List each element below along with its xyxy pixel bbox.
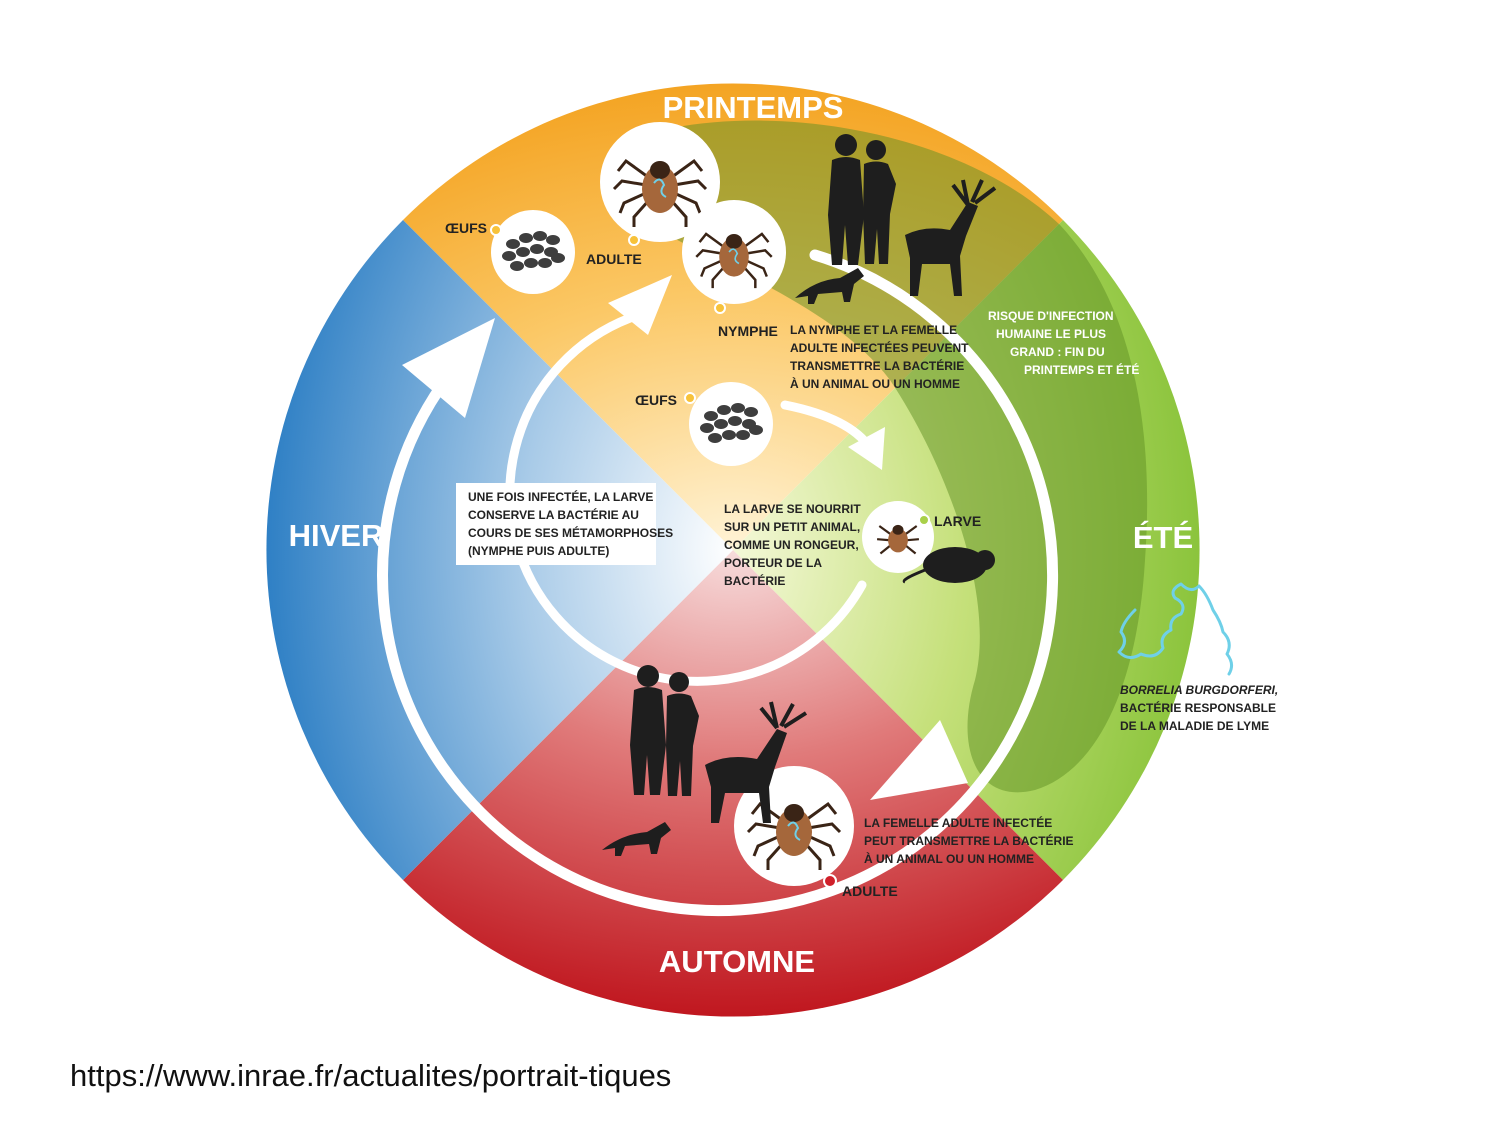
eggs-icon: [700, 403, 763, 443]
tick-icon: [877, 524, 919, 555]
note-line: PRINTEMPS ET ÉTÉ: [1024, 362, 1139, 377]
note-line: GRAND : FIN DU: [1010, 345, 1105, 359]
note-line: HUMAINE LE PLUS: [996, 327, 1106, 341]
tick-icon: [695, 232, 773, 289]
marker-nymph: [714, 302, 726, 314]
note-line: COMME UN RONGEUR,: [724, 538, 859, 552]
stage-label-nymph: NYMPHE: [718, 323, 778, 339]
note-bacteria: BORRELIA BURGDORFERI, BACTÉRIE RESPONSAB…: [1120, 683, 1278, 733]
note-risk: RISQUE D'INFECTION HUMAINE LE PLUS GRAND…: [988, 309, 1139, 377]
marker-adult-spring: [628, 234, 640, 246]
note-line: BACTÉRIE RESPONSABLE: [1120, 700, 1276, 715]
note-larva-keeps: UNE FOIS INFECTÉE, LA LARVE CONSERVE LA …: [468, 489, 673, 558]
nymph-tick: [682, 200, 786, 304]
infection-risk-zone: [605, 120, 1148, 793]
adult-tick-spring: [600, 122, 720, 242]
outer-arrowhead-autumn: [870, 720, 968, 800]
marker-eggs-outer: [490, 224, 502, 236]
note-line: BACTÉRIE: [724, 573, 785, 588]
stage-label-larva: LARVE: [934, 513, 981, 529]
note-line-species: BORRELIA BURGDORFERI,: [1120, 683, 1278, 697]
season-summer-label: ÉTÉ: [1133, 520, 1193, 555]
fox-silhouette-autumn: [602, 822, 671, 856]
note-line: DE LA MALADIE DE LYME: [1120, 719, 1269, 733]
note-line: RISQUE D'INFECTION: [988, 309, 1114, 323]
note-line: LA LARVE SE NOURRIT: [724, 502, 861, 516]
rodent-silhouette: [902, 547, 995, 584]
stage-label-adult-autumn: ADULTE: [842, 883, 898, 899]
larva-tick: [862, 501, 934, 573]
tick-icon: [746, 801, 842, 870]
note-line: SUR UN PETIT ANIMAL,: [724, 520, 860, 534]
note-line: À UN ANIMAL OU UN HOMME: [790, 376, 960, 391]
season-autumn-label: AUTOMNE: [659, 944, 815, 979]
eggs-to-larva-arrowhead: [848, 427, 885, 470]
couple-silhouette-autumn: [630, 665, 699, 796]
stage-label-adult-spring: ADULTE: [586, 251, 642, 267]
note-line: PORTEUR DE LA: [724, 556, 822, 570]
note-line: CONSERVE LA BACTÉRIE AU: [468, 507, 639, 522]
note-line: (NYMPHE PUIS ADULTE): [468, 544, 609, 558]
note-line: À UN ANIMAL OU UN HOMME: [864, 851, 1034, 866]
tick-icon: [612, 158, 708, 227]
note-line: LA FEMELLE ADULTE INFECTÉE: [864, 815, 1052, 830]
inner-cycle-arrow: [505, 313, 867, 686]
eggs-inner: [689, 382, 773, 466]
marker-adult-autumn: [823, 874, 837, 888]
note-larva-feeds: LA LARVE SE NOURRIT SUR UN PETIT ANIMAL,…: [724, 502, 861, 588]
eggs-outer: [491, 210, 575, 294]
larva-keeps-box: [456, 483, 656, 565]
stage-label-eggs-inner: ŒUFS: [635, 392, 677, 408]
note-female-transmit: LA FEMELLE ADULTE INFECTÉE PEUT TRANSMET…: [864, 815, 1074, 866]
bacteria-icon: [1117, 582, 1234, 676]
stage-label-eggs-outer: ŒUFS: [445, 220, 487, 236]
note-line: PEUT TRANSMETTRE LA BACTÉRIE: [864, 833, 1074, 848]
inner-arrowhead: [608, 275, 672, 335]
note-line: TRANSMETTRE LA BACTÉRIE: [790, 358, 964, 373]
deer-silhouette-autumn: [705, 701, 808, 823]
outer-cycle-arrow: [377, 249, 1059, 916]
note-line: ADULTE INFECTÉES PEUVENT: [790, 340, 969, 355]
note-line: COURS DE SES MÉTAMORPHOSES: [468, 525, 673, 540]
note-line: UNE FOIS INFECTÉE, LA LARVE: [468, 489, 653, 504]
note-line: LA NYMPHE ET LA FEMELLE: [790, 323, 957, 337]
fox-silhouette-spring: [795, 268, 864, 304]
marker-eggs-inner: [684, 392, 696, 404]
deer-silhouette-spring: [905, 179, 997, 296]
eggs-icon: [502, 231, 565, 271]
season-spring-label: PRINTEMPS: [663, 90, 844, 125]
season-winter-label: HIVER: [289, 518, 384, 553]
marker-larva: [918, 514, 930, 526]
source-url: https://www.inrae.fr/actualites/portrait…: [70, 1058, 672, 1093]
couple-silhouette-spring: [828, 134, 896, 265]
outer-arrowhead-spring: [402, 318, 495, 418]
note-nymph-transmit: LA NYMPHE ET LA FEMELLE ADULTE INFECTÉES…: [790, 323, 969, 391]
